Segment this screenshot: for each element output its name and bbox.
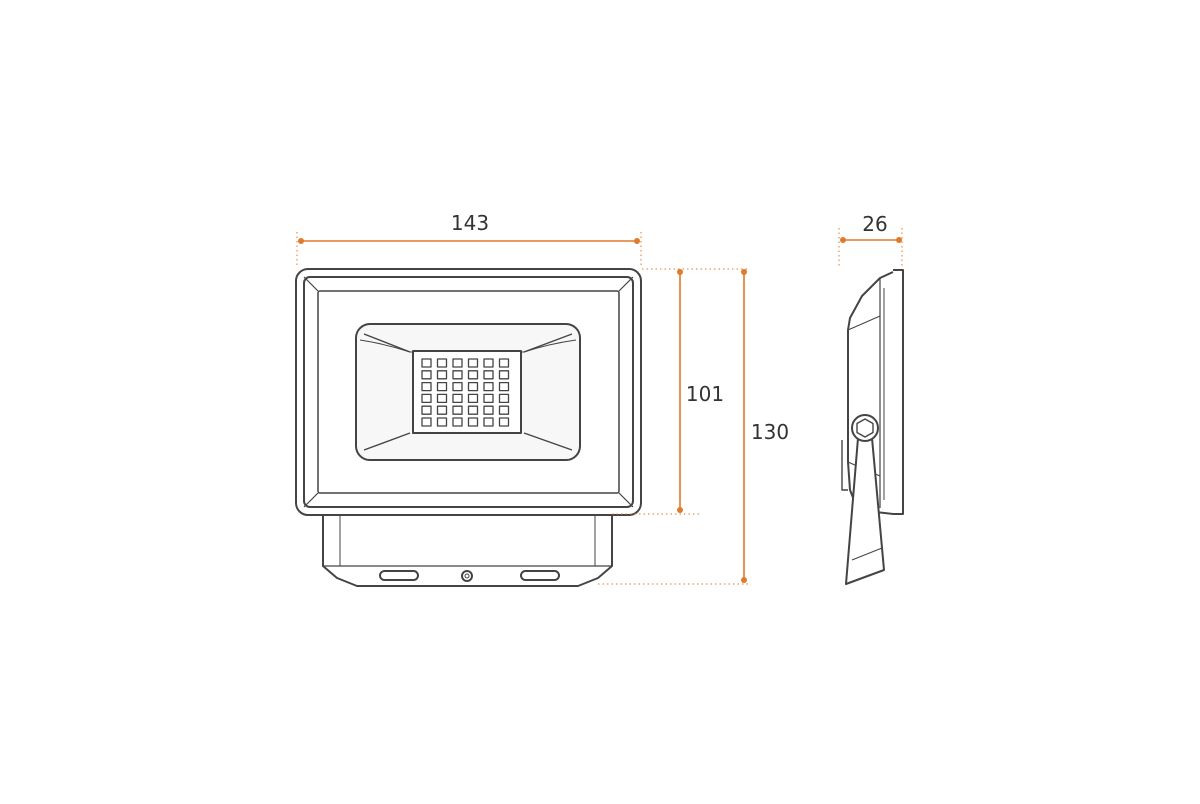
- led-chip: [467, 370, 479, 380]
- dim-label-total-height: 130: [751, 420, 789, 444]
- led-chip: [452, 370, 463, 380]
- led-chip: [436, 358, 448, 368]
- led-chip: [467, 417, 479, 427]
- led-chip: [483, 381, 494, 392]
- side-view: [841, 269, 904, 585]
- led-chip: [498, 370, 510, 380]
- led-chip: [498, 417, 510, 427]
- dim-label-width: 143: [451, 211, 489, 235]
- side-hinge-knob: [851, 414, 879, 442]
- side-hinge-bolt: [856, 418, 874, 438]
- led-chip: [498, 405, 510, 415]
- dim-label-front-height: 101: [686, 382, 724, 406]
- led-chip: [436, 370, 448, 380]
- led-chip: [498, 358, 510, 368]
- led-chip: [483, 405, 494, 415]
- bracket-hole: [461, 570, 473, 582]
- led-chip: [421, 358, 432, 368]
- led-chip: [452, 393, 463, 404]
- dim-label-depth: 26: [862, 212, 887, 236]
- led-chip: [452, 417, 463, 427]
- dimensions: [296, 228, 903, 585]
- housing-inner-bezel: [317, 290, 620, 494]
- led-chip: [467, 381, 479, 392]
- bracket-slot-left: [379, 570, 419, 581]
- led-chip: [498, 393, 510, 404]
- led-chip: [467, 358, 479, 368]
- led-chip: [436, 393, 448, 404]
- led-chip: [483, 370, 494, 380]
- housing-frame: [303, 276, 634, 508]
- led-chip: [452, 358, 463, 368]
- bevel-lines: [303, 276, 634, 508]
- led-chip: [436, 381, 448, 392]
- led-chip: [483, 417, 494, 427]
- led-chip: [421, 393, 432, 404]
- led-chip: [436, 405, 448, 415]
- led-chip: [421, 405, 432, 415]
- side-front-plate: [893, 269, 904, 515]
- led-chip: [436, 417, 448, 427]
- led-chip: [498, 381, 510, 392]
- led-grid: [421, 358, 510, 427]
- led-chip: [421, 370, 432, 380]
- led-chip: [467, 393, 479, 404]
- led-chip: [452, 405, 463, 415]
- led-chip: [483, 393, 494, 404]
- led-chip: [483, 358, 494, 368]
- side-bracket-arm: [845, 437, 885, 585]
- front-view: [295, 268, 642, 587]
- led-chip: [421, 417, 432, 427]
- housing-outer: [295, 268, 642, 516]
- led-chip: [452, 381, 463, 392]
- led-chip: [421, 381, 432, 392]
- mounting-bracket: [322, 514, 613, 587]
- led-chip: [467, 405, 479, 415]
- led-board: [412, 350, 522, 434]
- bracket-slot-right: [520, 570, 560, 581]
